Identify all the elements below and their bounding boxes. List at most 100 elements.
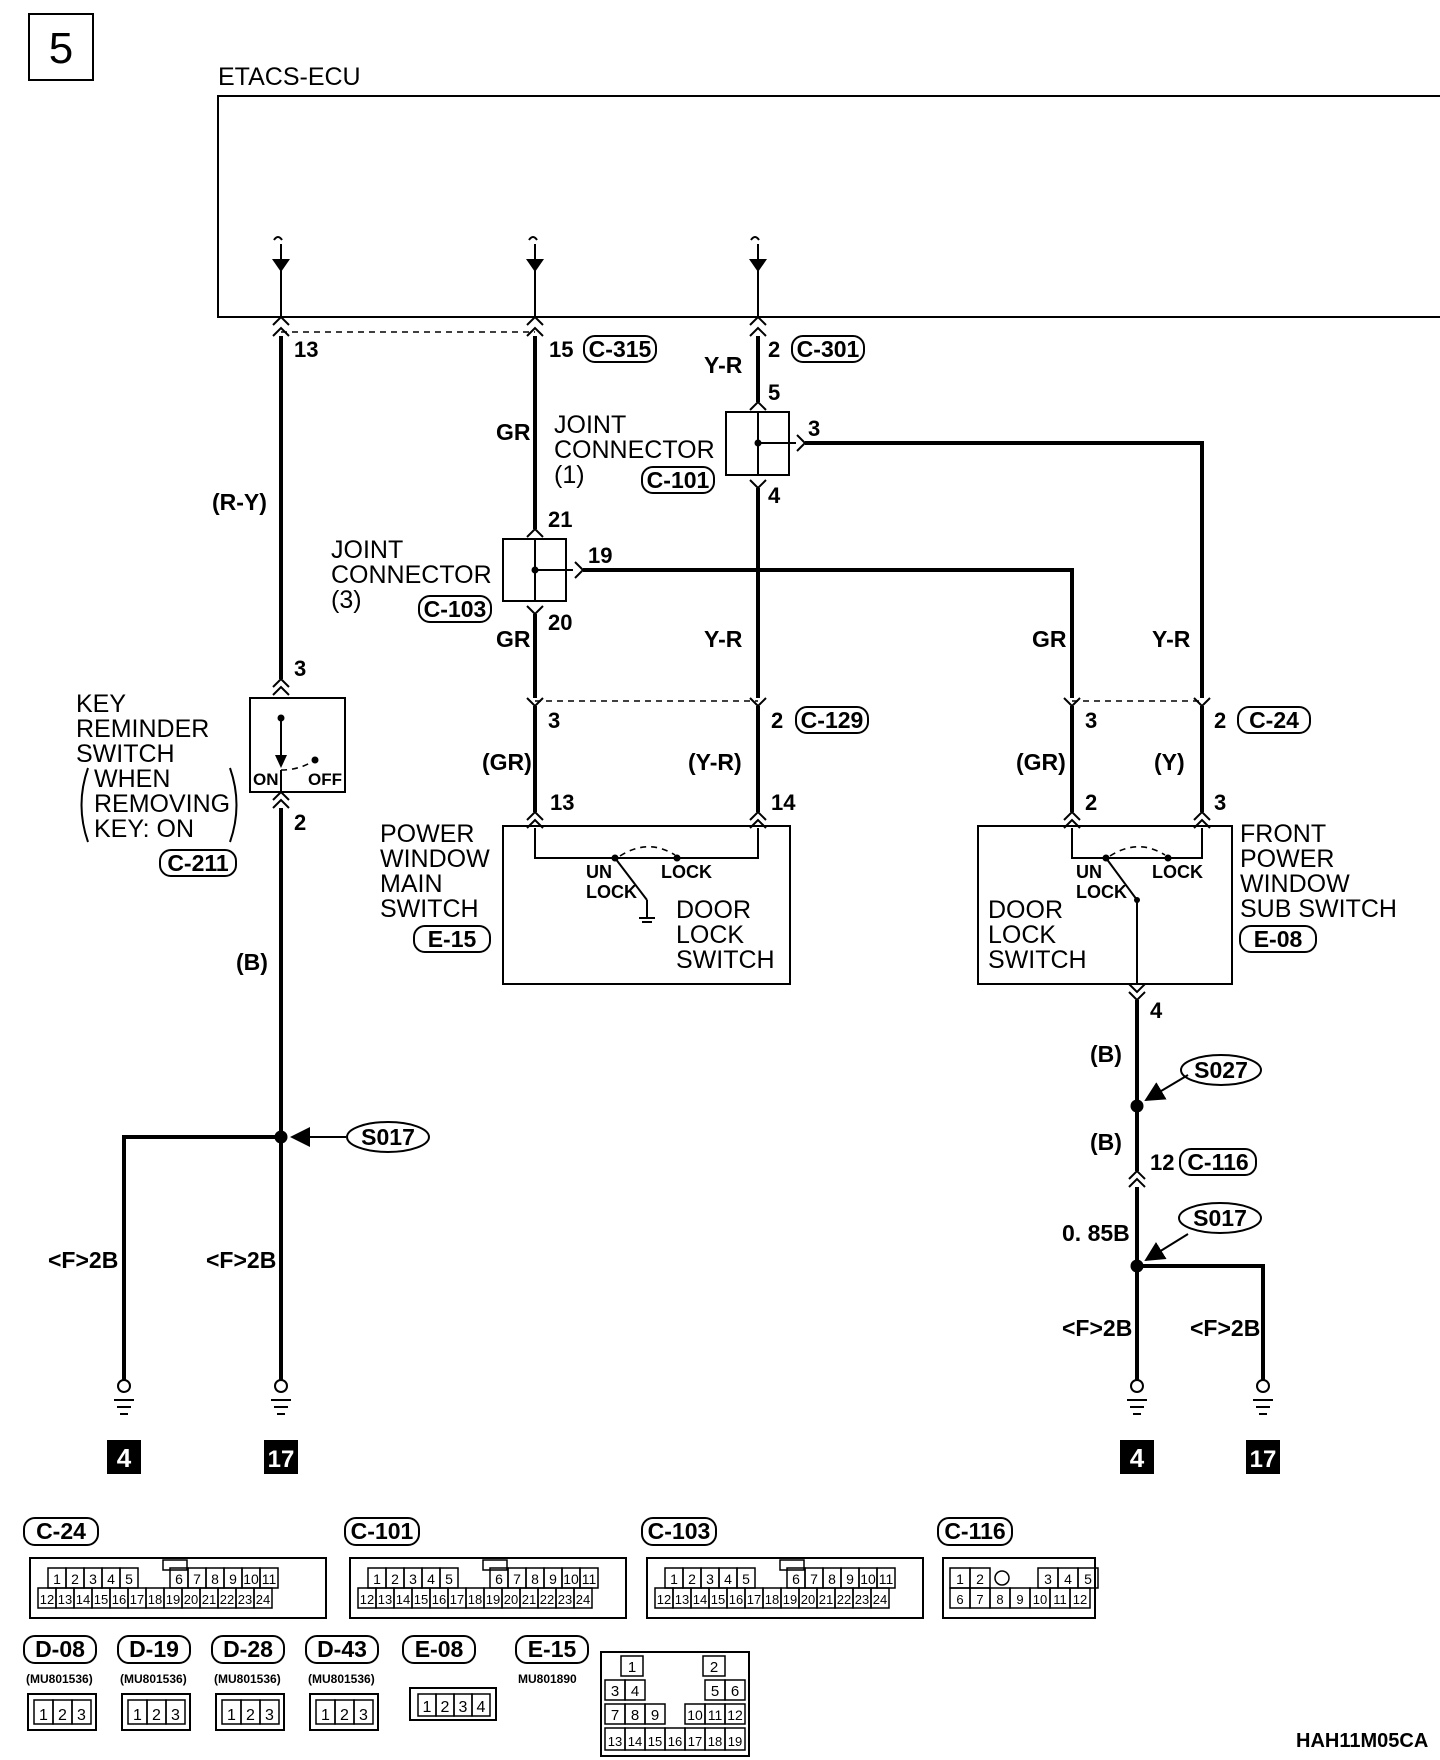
connector-pin-number: 21 [522, 1592, 536, 1607]
connector-housing [29, 1557, 327, 1619]
connector-pin-number: 4 [631, 1683, 639, 1700]
connector-pin-number: 16 [729, 1592, 743, 1607]
connector-pin-number: 11 [708, 1707, 723, 1723]
switch-on-label: ON [253, 770, 279, 789]
key-note: REMOVING [94, 790, 230, 818]
connector-housing [309, 1693, 379, 1731]
page-number-box [28, 13, 94, 81]
splice-id: S027 [1194, 1057, 1248, 1083]
pin-mark [1193, 697, 1211, 708]
wire-color: (R-Y) [212, 489, 267, 515]
pin-label: 2 [1085, 790, 1097, 815]
connector-tag [117, 1635, 191, 1664]
connector-pin-number: 16 [112, 1592, 126, 1607]
connector-pin-number: 8 [531, 1571, 539, 1587]
connector-pin-number: 6 [495, 1571, 503, 1587]
connector-pin-number: 14 [628, 1734, 642, 1749]
wire-color: (Y) [1154, 749, 1185, 775]
connector-pin-number: 12 [40, 1592, 54, 1607]
connector-pin-number: 10 [563, 1571, 579, 1587]
part-number: (MU801536) [308, 1672, 375, 1686]
connector-id: C-101 [647, 467, 710, 493]
connector-pin-number: 1 [39, 1707, 48, 1724]
connector-pin-number: 19 [486, 1592, 500, 1607]
wire-b-left [122, 1135, 281, 1380]
connector-id: C-129 [801, 707, 864, 733]
connector-pin-number: 11 [1053, 1592, 1067, 1607]
connector-id: C-301 [797, 336, 860, 362]
ground-point: 17 [1250, 1446, 1277, 1473]
connector-pin-number: 1 [423, 1699, 432, 1716]
ground-point-badge [264, 1440, 298, 1474]
component-label: POWER [1240, 845, 1334, 873]
pin-mark [272, 677, 290, 696]
connector-tag [1179, 1148, 1257, 1176]
connector-pin-number: 5 [445, 1571, 453, 1587]
splice-pointer [1144, 1074, 1189, 1102]
connector-pin-number: 4 [724, 1571, 732, 1587]
connector-pin-number: 20 [184, 1592, 198, 1607]
component-label: SWITCH [380, 895, 479, 923]
pin-mark [749, 479, 767, 490]
connector-pin-number: 1 [670, 1571, 678, 1587]
connector-cavity [1069, 1587, 1091, 1609]
lock-label: LOCK [1152, 862, 1203, 882]
part-number: (MU801536) [120, 1672, 187, 1686]
part-number: MU801890 [518, 1672, 577, 1686]
connector-pin-number: 21 [202, 1592, 216, 1607]
power-window-main-switch-box [502, 825, 791, 985]
ecu-label: ETACS-ECU [218, 63, 361, 91]
connector-tag [1237, 706, 1311, 734]
wire-color: 0. 85B [1062, 1220, 1130, 1246]
connector-housing [121, 1693, 191, 1731]
connector-tag [641, 466, 715, 494]
key-note: KEY: ON [94, 815, 194, 843]
connector-pin-number: 4 [107, 1571, 115, 1587]
component-label: SWITCH [988, 946, 1087, 974]
connector-pin-number: 2 [976, 1571, 984, 1587]
wire-color: <F>2B [1062, 1315, 1132, 1341]
connector-tag [641, 1517, 717, 1546]
connector-pin-number: 11 [879, 1571, 894, 1587]
wire-color: GR [496, 419, 531, 445]
pin-mark [749, 400, 767, 411]
connector-cavity [165, 1699, 186, 1725]
connector-cavity [573, 1587, 593, 1609]
switch-arrow [275, 755, 287, 768]
pin-mark [526, 527, 544, 538]
connector-pin-number: 8 [211, 1571, 219, 1587]
component-label: SWITCH [76, 740, 175, 768]
wire-color: <F>2B [48, 1247, 118, 1273]
connector-id: C-24 [1249, 707, 1299, 733]
component-label: CONNECTOR [331, 561, 492, 589]
connector-pin-number: 2 [58, 1707, 67, 1724]
wire-color: (B) [1090, 1129, 1122, 1155]
connector-pin-number: 18 [468, 1592, 482, 1607]
un-label: UN [586, 862, 612, 882]
component-label: (1) [554, 461, 585, 489]
connector-pin-number: 2 [246, 1707, 255, 1724]
connector-id: D-08 [35, 1636, 85, 1662]
component-label: DOOR [676, 896, 751, 924]
ground-point: 4 [117, 1443, 132, 1473]
pin-label: 3 [294, 656, 306, 681]
splice-id: S017 [1193, 1205, 1247, 1231]
joint-node [531, 566, 539, 574]
connector-pin-number: 3 [89, 1571, 97, 1587]
connector-tag [344, 1517, 420, 1546]
connector-pin-number: 9 [651, 1707, 659, 1724]
pin-label: 3 [1214, 790, 1226, 815]
component-label: JOINT [331, 536, 403, 564]
switch-travel [619, 845, 676, 857]
ground-symbol [1127, 1379, 1147, 1415]
wire-gr-sub [583, 568, 1074, 698]
switch-arm [1105, 857, 1138, 901]
connector-pin-number: 11 [262, 1571, 277, 1587]
component-label: JOINT [554, 411, 626, 439]
connector-tag [23, 1635, 97, 1664]
ground-symbol [1253, 1379, 1273, 1415]
connector-pin-number: 16 [668, 1734, 682, 1749]
component-label: FRONT [1240, 820, 1326, 848]
wire-color: (B) [1090, 1041, 1122, 1067]
connector-pin-number: 8 [631, 1707, 639, 1724]
